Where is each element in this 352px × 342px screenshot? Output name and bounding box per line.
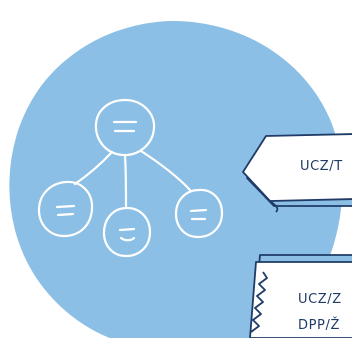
binder-line-2: DPP/Ž xyxy=(298,318,340,333)
tag-top-label: UCZ/T xyxy=(300,159,343,174)
document-binder xyxy=(249,254,352,339)
binder-line-1: UCZ/Z xyxy=(298,292,342,307)
document-tag xyxy=(242,133,352,213)
hierarchy-icon xyxy=(37,98,224,258)
